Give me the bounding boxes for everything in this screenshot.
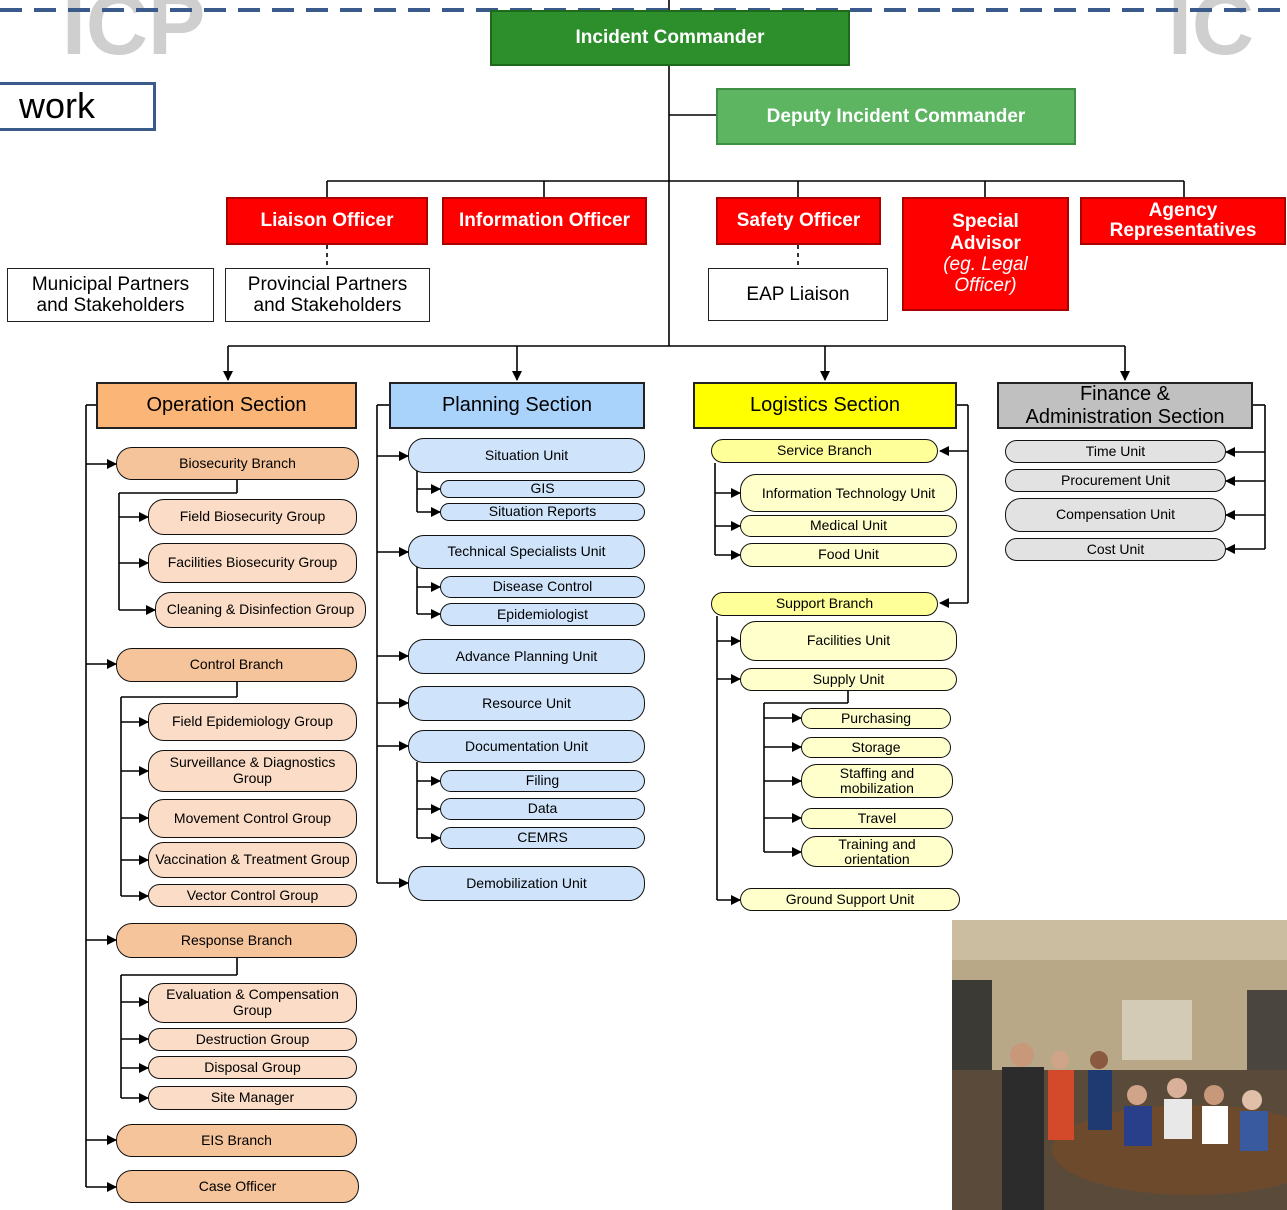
liaison-officer-box: Liaison Officer bbox=[226, 197, 428, 245]
data: Data bbox=[440, 798, 645, 820]
municipal-line1: Municipal Partners bbox=[31, 273, 190, 295]
support-branch: Support Branch bbox=[711, 592, 938, 616]
evaluation-compensation-group: Evaluation & Compensation Group bbox=[148, 983, 357, 1023]
travel: Travel bbox=[801, 808, 953, 829]
special-advisor-line2: Advisor bbox=[950, 232, 1021, 254]
food-unit: Food Unit bbox=[740, 543, 957, 567]
storage: Storage bbox=[801, 737, 951, 758]
documentation-unit: Documentation Unit bbox=[408, 730, 645, 763]
municipal-partners-box: Municipal Partners and Stakeholders bbox=[7, 268, 214, 322]
provincial-line2: and Stakeholders bbox=[253, 295, 402, 316]
time-unit: Time Unit bbox=[1005, 440, 1226, 463]
finance-administration-section-box: Finance & Administration Section bbox=[997, 382, 1253, 429]
special-advisor-line1: Special bbox=[952, 211, 1019, 233]
municipal-line2: and Stakeholders bbox=[36, 295, 185, 316]
ground-support-unit: Ground Support Unit bbox=[740, 888, 960, 911]
special-advisor-line4: Officer) bbox=[954, 275, 1017, 297]
information-officer-box: Information Officer bbox=[442, 197, 647, 245]
safety-officer-box: Safety Officer bbox=[716, 197, 881, 245]
special-advisor-box: Special Advisor (eg. Legal Officer) bbox=[902, 197, 1069, 311]
operation-section-box: Operation Section bbox=[96, 382, 357, 429]
provincial-line1: Provincial Partners bbox=[247, 273, 408, 295]
situation-unit: Situation Unit bbox=[408, 438, 645, 473]
movement-control-group: Movement Control Group bbox=[148, 799, 357, 838]
gis: GIS bbox=[440, 480, 645, 498]
service-branch: Service Branch bbox=[711, 439, 938, 463]
disposal-group: Disposal Group bbox=[148, 1056, 357, 1079]
cemrs: CEMRS bbox=[440, 827, 645, 849]
facilities-biosecurity-group: Facilities Biosecurity Group bbox=[148, 543, 357, 583]
facilities-unit: Facilities Unit bbox=[740, 621, 957, 661]
resource-unit: Resource Unit bbox=[408, 686, 645, 721]
cost-unit: Cost Unit bbox=[1005, 538, 1226, 561]
meeting-room-photo bbox=[952, 920, 1287, 1210]
response-branch: Response Branch bbox=[116, 923, 357, 958]
surveillance-diagnostics-group: Surveillance & Diagnostics Group bbox=[148, 750, 357, 792]
advance-planning-unit: Advance Planning Unit bbox=[408, 639, 645, 674]
agency-representatives-box: Agency Representatives bbox=[1080, 197, 1286, 245]
training-orientation: Training and orientation bbox=[801, 836, 953, 867]
logistics-section-box: Logistics Section bbox=[693, 382, 957, 429]
situation-reports: Situation Reports bbox=[440, 503, 645, 521]
eis-branch: EIS Branch bbox=[116, 1124, 357, 1157]
finance-line1: Finance & bbox=[1079, 383, 1171, 406]
vector-control-group: Vector Control Group bbox=[148, 884, 357, 907]
incident-commander-box: Incident Commander bbox=[490, 10, 850, 66]
provincial-partners-box: Provincial Partners and Stakeholders bbox=[225, 268, 430, 322]
field-biosecurity-group: Field Biosecurity Group bbox=[148, 499, 357, 535]
procurement-unit: Procurement Unit bbox=[1005, 469, 1226, 492]
case-officer: Case Officer bbox=[116, 1170, 359, 1203]
epidemiologist: Epidemiologist bbox=[440, 603, 645, 626]
vaccination-treatment-group: Vaccination & Treatment Group bbox=[148, 842, 357, 878]
site-manager: Site Manager bbox=[148, 1086, 357, 1110]
cleaning-disinfection-group: Cleaning & Disinfection Group bbox=[155, 592, 366, 628]
planning-section-box: Planning Section bbox=[389, 382, 645, 429]
control-branch: Control Branch bbox=[116, 648, 357, 682]
field-epidemiology-group: Field Epidemiology Group bbox=[148, 703, 357, 741]
supply-unit: Supply Unit bbox=[740, 668, 957, 691]
purchasing: Purchasing bbox=[801, 708, 951, 729]
special-advisor-line3: (eg. Legal bbox=[943, 254, 1028, 275]
meeting-room-illustration bbox=[952, 920, 1287, 1210]
eap-liaison-box: EAP Liaison bbox=[708, 268, 888, 321]
deputy-incident-commander-box: Deputy Incident Commander bbox=[716, 88, 1076, 145]
biosecurity-branch: Biosecurity Branch bbox=[116, 447, 359, 480]
information-technology-unit: Information Technology Unit bbox=[740, 474, 957, 512]
agency-line1: Agency bbox=[1148, 200, 1218, 222]
destruction-group: Destruction Group bbox=[148, 1028, 357, 1051]
work-label: work bbox=[0, 82, 156, 131]
compensation-unit: Compensation Unit bbox=[1005, 498, 1226, 532]
medical-unit: Medical Unit bbox=[740, 515, 957, 537]
disease-control: Disease Control bbox=[440, 576, 645, 598]
agency-line2: Representatives bbox=[1109, 220, 1257, 241]
staffing-mobilization: Staffing and mobilization bbox=[801, 764, 953, 798]
technical-specialists-unit: Technical Specialists Unit bbox=[408, 535, 645, 569]
filing: Filing bbox=[440, 770, 645, 792]
demobilization-unit: Demobilization Unit bbox=[408, 866, 645, 901]
finance-line2: Administration Section bbox=[1025, 405, 1225, 428]
